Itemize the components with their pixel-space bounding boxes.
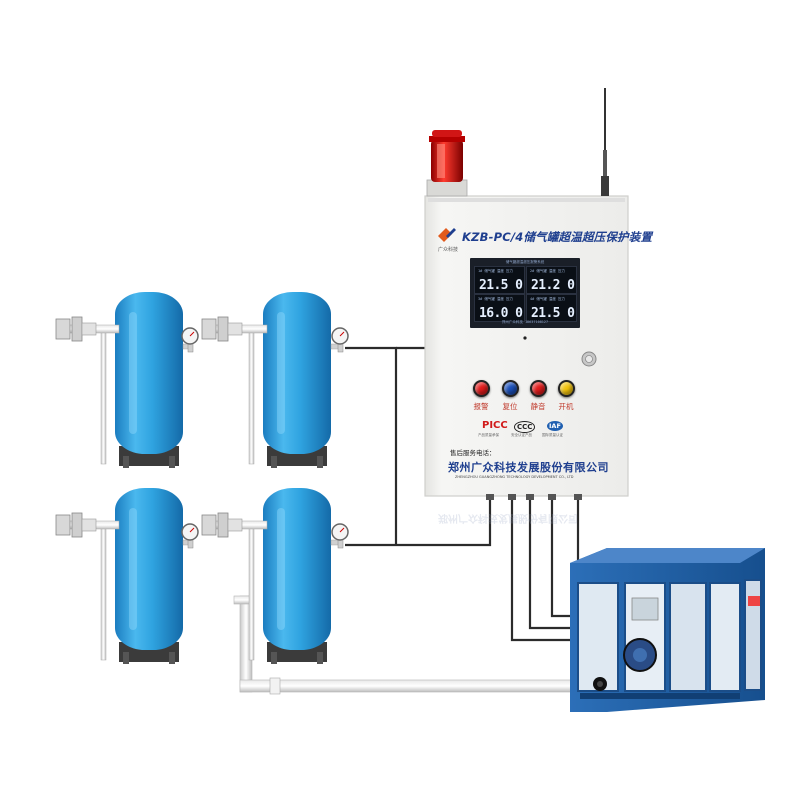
iaf-cert-mark: IAF — [547, 421, 563, 431]
reset-button[interactable] — [502, 380, 519, 397]
lcd-readout-3: 3# 储气罐 温度 压力 16.0 0.80 — [474, 294, 525, 322]
reset-button-label: 复位 — [502, 402, 518, 411]
lcd-readout-value: 16.0 0.80 — [479, 306, 524, 321]
air-storage-tank-icon — [55, 488, 199, 664]
lcd-readout-header: 2# 储气罐 温度 压力 — [530, 269, 566, 273]
panel-reflection: 郑州广众科技发展股份有限公司 — [438, 512, 578, 523]
lcd-readout-value: 21.5 0.80 — [479, 278, 524, 293]
pressure-gauge-icon — [331, 327, 349, 345]
lcd-top-strip: 储气罐超温超压报警系统 — [505, 260, 545, 264]
lcd-readout-value: 21.5 0.80 — [531, 306, 576, 321]
antenna-icon — [601, 88, 609, 196]
company-name-en: ZHENGZHOU GUANGZHONG TECHNOLOGY DEVELOPM… — [455, 475, 574, 479]
power-on-button[interactable] — [558, 380, 575, 397]
air-compressor-icon — [570, 548, 765, 712]
lcd-readout-value: 21.2 0.80 — [531, 278, 576, 293]
key-lock-icon — [581, 351, 597, 367]
air-storage-tanks — [55, 292, 349, 664]
ccc-cert-sub: 安全认证产品 — [511, 433, 532, 437]
signal-cables — [345, 346, 580, 642]
company-name: 郑州广众科技发展股份有限公司 — [448, 461, 609, 474]
pressure-gauge-icon — [331, 523, 349, 541]
lcd-readout-2: 2# 储气罐 温度 压力 21.2 0.80 — [526, 266, 577, 294]
lcd-readout-header: 3# 储气罐 温度 压力 — [478, 297, 514, 301]
air-storage-tank-icon — [201, 488, 349, 664]
alarm-button[interactable] — [473, 380, 490, 397]
pressure-gauge-icon — [181, 523, 199, 541]
company-logo-icon — [438, 228, 456, 242]
ccc-cert-mark: CCC — [514, 421, 536, 433]
alarm-button-label: 报警 — [473, 402, 489, 411]
power-on-button-label: 开机 — [558, 402, 574, 411]
device-title: KZB-PC/4储气罐超温超压保护装置 — [462, 230, 653, 244]
logo-text: 广众科技 — [438, 247, 459, 253]
alarm-beacon-icon — [426, 130, 468, 197]
air-storage-tank-icon — [201, 292, 349, 468]
lcd-bottom-strip: 郑州广众科技 18637108127 — [501, 320, 549, 324]
picc-cert-sub: 产品质量承保 — [478, 433, 499, 437]
pressure-gauge-icon — [181, 327, 199, 345]
mute-button-label: 静音 — [530, 402, 546, 411]
lcd-readout-4: 4# 储气罐 温度 压力 21.5 0.80 — [526, 294, 577, 322]
lcd-readout-header: 1# 储气罐 温度 压力 — [478, 269, 514, 273]
air-storage-tank-icon — [55, 292, 199, 468]
mute-button[interactable] — [530, 380, 547, 397]
iaf-cert-sub: 国际质量认证 — [542, 433, 563, 437]
service-phone-label: 售后服务电话： — [450, 449, 496, 457]
lcd-readout-header: 4# 储气罐 温度 压力 — [530, 297, 566, 301]
picc-cert-mark: PICC — [482, 420, 508, 431]
lcd-readout-1: 1# 储气罐 温度 压力 21.5 0.80 — [474, 266, 525, 294]
